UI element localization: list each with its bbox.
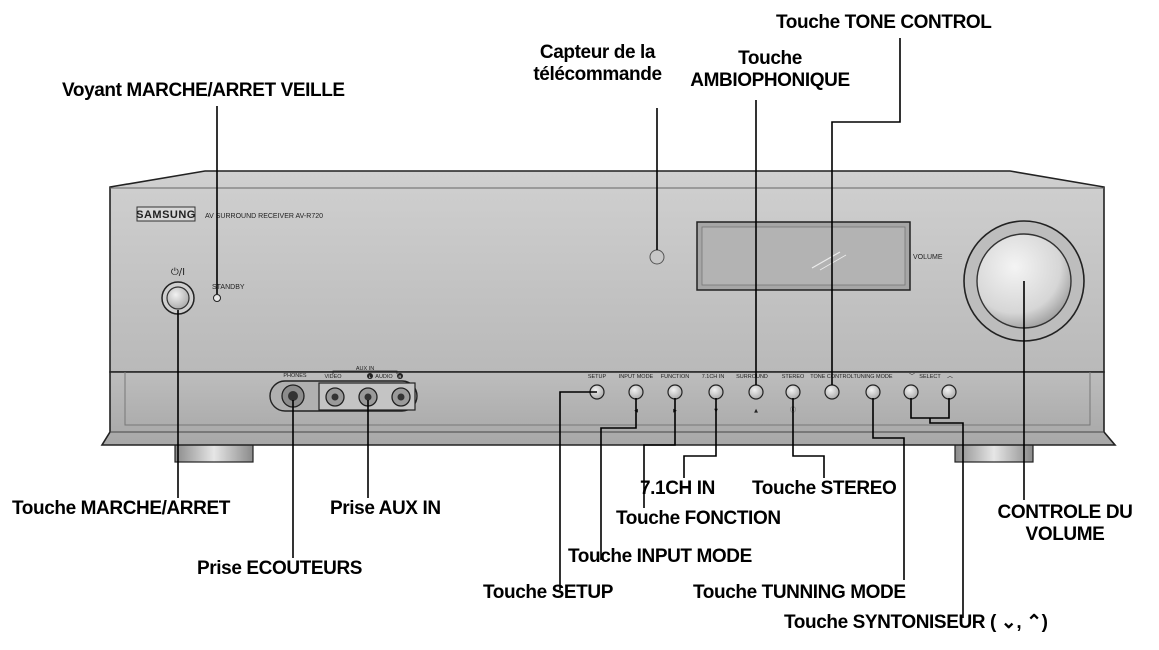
leader-lines	[177, 38, 1025, 618]
callout-surround: Touche AMBIOPHONIQUE	[685, 48, 855, 92]
aux-audio-l-jack-center	[364, 393, 372, 401]
select-up-button[interactable]	[941, 384, 957, 400]
setup-button-label: SETUP	[588, 374, 607, 380]
ch71-button[interactable]	[708, 384, 724, 400]
audio-l-marker	[367, 373, 373, 379]
brand-logo: SAMSUNG	[136, 209, 196, 221]
callout-stereo: Touche STEREO	[752, 478, 897, 499]
callout-power: Touche MARCHE/ARRET	[12, 498, 230, 519]
ch71-button-label: 7.1CH IN	[702, 374, 725, 380]
audio-l-text: L	[369, 374, 372, 379]
callout-input-mode: Touche INPUT MODE	[568, 546, 752, 567]
leader-stereo	[792, 398, 825, 478]
function-button[interactable]	[667, 384, 683, 400]
callout-tuner: Touche SYNTONISEUR ( ⌄, ⌃)	[784, 612, 1048, 633]
callout-volume: CONTROLE DU VOLUME	[985, 502, 1145, 546]
aux-bracket	[332, 370, 398, 374]
audio-r-text: R	[399, 374, 402, 379]
remote-sensor	[649, 249, 665, 265]
callout-surround-line1: Touche	[738, 48, 802, 69]
audio-r-marker	[397, 373, 403, 379]
stereo-button-label: STEREO	[782, 374, 805, 380]
power-button[interactable]	[166, 286, 190, 310]
leader-tuning-mode	[872, 398, 905, 580]
model-line: AV SURROUND RECEIVER AV-R720	[205, 213, 323, 220]
aux-in-label: AUX IN	[356, 366, 374, 372]
phones-label: PHONES	[283, 373, 307, 379]
aux-video-jack-center	[331, 393, 339, 401]
headphone-jack-hole	[288, 391, 298, 401]
tuning-mode-button-label: TUNING MODE	[853, 374, 892, 380]
leader-function	[643, 398, 676, 508]
callout-tuning-mode: Touche TUNNING MODE	[693, 582, 906, 603]
callout-remote-sensor-line1: Capteur de la	[539, 42, 656, 63]
select-down-glyph: ﹀	[909, 373, 915, 380]
callout-ch71: 7.1CH IN	[640, 478, 715, 499]
display-inner	[701, 226, 906, 286]
standby-led	[213, 294, 221, 302]
callout-remote-sensor-line2: télécommande	[533, 64, 662, 85]
leader-setup	[559, 391, 597, 590]
input-mode-button-label: INPUT MODE	[619, 374, 654, 380]
callout-volume-line2: VOLUME	[1025, 524, 1105, 545]
callout-volume-line1: CONTROLE DU	[997, 502, 1133, 523]
tuning-mode-button[interactable]	[865, 384, 881, 400]
display-glare-2	[819, 254, 847, 271]
chassis-body	[109, 170, 1105, 373]
leader-tone-control	[831, 38, 901, 385]
callout-standby-led: Voyant MARCHE/ARRET VEILLE	[62, 80, 345, 101]
callout-remote-sensor: Capteur de la télécommande	[530, 42, 665, 86]
function-button-label: FUNCTION	[661, 374, 689, 380]
callout-function: Touche FONCTION	[616, 508, 781, 529]
input-mode-button[interactable]	[628, 384, 644, 400]
leader-input-mode	[600, 398, 637, 560]
callout-surround-line2: AMBIOPHONIQUE	[690, 70, 850, 91]
callout-setup: Touche SETUP	[483, 582, 613, 603]
surround-arrow: ▲	[754, 408, 758, 414]
surround-button-label: SURROUND	[736, 374, 768, 380]
select-down-button[interactable]	[903, 384, 919, 400]
tone-control-button[interactable]	[824, 384, 840, 400]
video-label: VIDEO	[324, 374, 342, 380]
leader-ch71	[683, 398, 717, 478]
standby-label: STANDBY	[212, 284, 245, 291]
callout-headphones: Prise ECOUTEURS	[197, 558, 363, 579]
audio-label: AUDIO	[375, 374, 393, 380]
power-symbol: ⏻/I	[171, 267, 185, 278]
callout-tone-control: Touche TONE CONTROL	[776, 12, 992, 33]
aux-audio-r-jack-center	[397, 393, 405, 401]
volume-label: VOLUME	[913, 254, 943, 261]
callout-aux-in: Prise AUX IN	[330, 498, 441, 519]
stereo-button[interactable]	[785, 384, 801, 400]
display-glare	[811, 251, 841, 269]
leader-tuner-drop	[929, 418, 964, 618]
select-up-glyph: ︿	[947, 373, 953, 380]
brand-badge	[136, 206, 196, 222]
surround-button[interactable]	[748, 384, 764, 400]
fascia-inner	[124, 372, 1091, 426]
select-label: SELECT	[919, 374, 941, 380]
